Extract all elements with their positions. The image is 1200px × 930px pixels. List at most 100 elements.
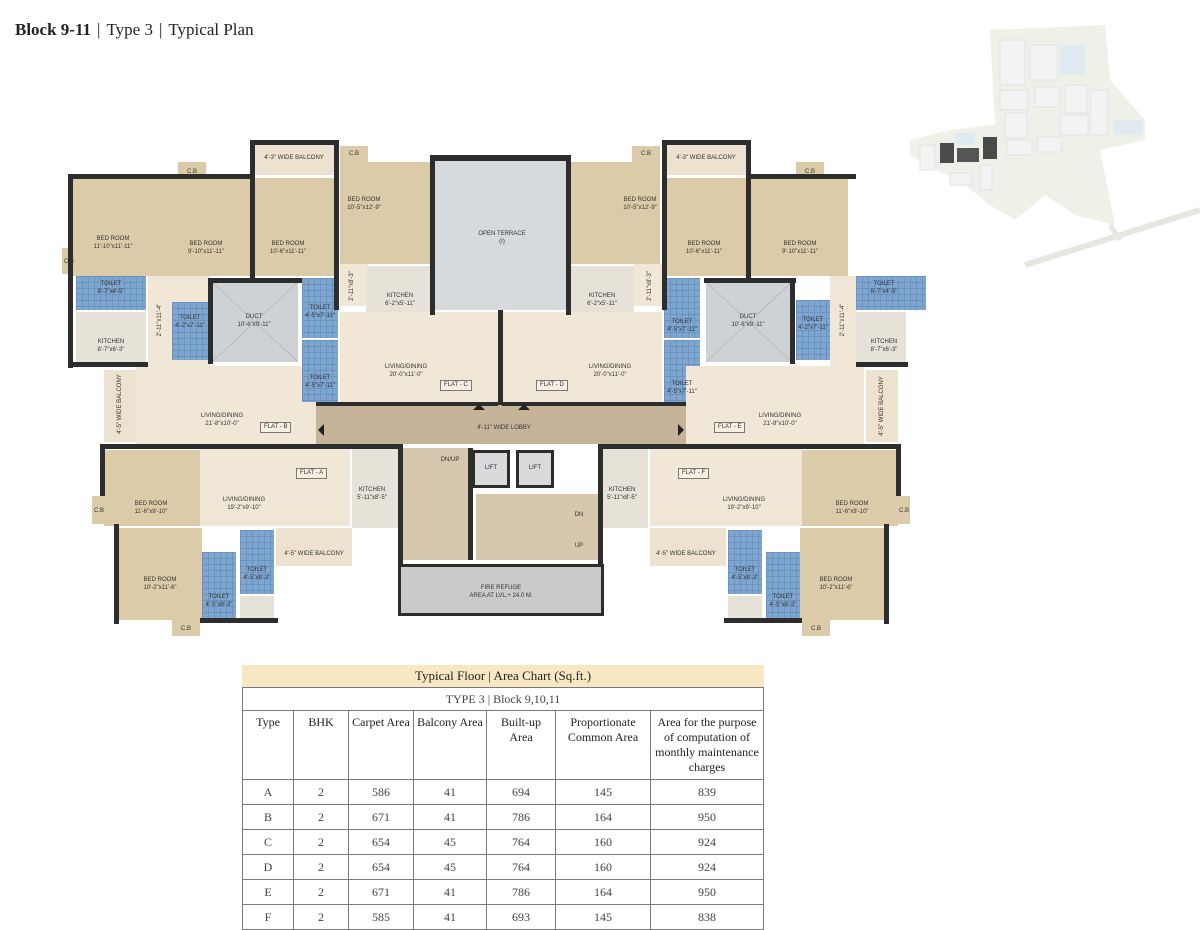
flat-c-bedroom-1 — [254, 178, 338, 276]
label-flat-a-cb-1: C.B — [93, 508, 105, 514]
duct-right — [706, 282, 792, 362]
flat-f-shower — [728, 596, 762, 620]
label-dn-up: DN/UP — [440, 457, 460, 463]
flat-d-kitchen — [568, 266, 634, 312]
plan-label: Typical Plan — [168, 20, 254, 39]
flat-d-bedroom-1 — [568, 162, 660, 264]
flat-f-toilet-1 — [728, 530, 762, 594]
label-flat-b-balcony: 4'-5" WIDE BALCONY — [117, 374, 123, 434]
col-type: Type — [242, 710, 294, 780]
label-flat-d-cb: C.B — [640, 151, 652, 157]
flat-f-kitchen — [602, 448, 648, 528]
col-bhk: BHK — [293, 710, 349, 780]
page-title: Block 9-11|Type 3|Typical Plan — [15, 20, 254, 39]
flat-f-bedroom-1 — [802, 450, 898, 526]
label-flat-f-cb-1: C.B — [898, 508, 910, 514]
flat-f-bedroom-2 — [800, 528, 884, 620]
col-maintenance-area: Area for the purpose of computation of m… — [650, 710, 764, 780]
flat-e-toilet-1 — [856, 276, 926, 310]
fire-refuge-area — [398, 564, 604, 616]
flat-c-living-dining — [340, 312, 498, 404]
table-header-row: Type BHK Carpet Area Balcony Area Built-… — [242, 710, 764, 780]
flat-a-toilet-1 — [202, 552, 236, 620]
flat-a-cupboard-2 — [172, 618, 200, 636]
flat-e-toilet-2 — [796, 300, 830, 360]
flat-d-balcony — [666, 145, 746, 175]
flat-e-living-dining — [686, 366, 864, 444]
flat-b-toilet-2 — [172, 302, 208, 360]
block-label: Block 9-11 — [15, 20, 92, 39]
site-key-plan — [895, 15, 1200, 280]
area-chart-title: Typical Floor | Area Chart (Sq.ft.) — [242, 665, 764, 687]
flat-d-passage — [634, 264, 662, 306]
flat-f-balcony — [650, 528, 726, 566]
flat-b-toilet-1 — [76, 276, 146, 310]
flat-c-toilet-2 — [302, 340, 338, 402]
staircase-right — [476, 494, 600, 560]
flat-a-bedroom-1 — [104, 450, 200, 526]
flat-b-kitchen — [76, 312, 146, 362]
flat-a-kitchen — [352, 448, 398, 528]
col-common-area: Proportionate Common Area — [555, 710, 651, 780]
lift-1 — [472, 450, 510, 488]
label-flat-f-cb-2: C.B — [810, 626, 822, 632]
flat-d-toilet-1 — [664, 278, 700, 338]
flat-a-toilet-2 — [240, 530, 274, 594]
label-flat-c-passage: 2'-11"x8'-3" — [349, 271, 355, 301]
label-flat-b-passage: 2'-11"x11'-4" — [157, 303, 163, 337]
flat-c-balcony — [254, 145, 334, 175]
flat-d-tag: FLAT - D — [536, 380, 568, 391]
flat-e-kitchen — [856, 312, 906, 362]
flat-e-bedroom-1 — [750, 178, 848, 276]
open-terrace — [434, 160, 566, 310]
flat-b-balcony — [104, 370, 136, 442]
flat-e-entry-arrow-icon — [678, 424, 684, 436]
flat-a-bedroom-2 — [118, 528, 202, 620]
label-open-terrace: OPEN TERRACE(I) — [478, 231, 526, 245]
label-flat-e-cb: C.B — [804, 169, 816, 175]
flat-e-balcony — [866, 370, 898, 442]
site-map-icon — [910, 25, 1200, 268]
flat-d-entry-arrow-icon — [518, 404, 530, 410]
col-built-up-area: Built-up Area — [486, 710, 556, 780]
flat-b-tag: FLAT - B — [260, 422, 292, 433]
label-lift-1: LIFT — [484, 465, 498, 471]
area-chart: Typical Floor | Area Chart (Sq.ft.) TYPE… — [242, 665, 764, 930]
label-flat-f-balcony: 4'-5" WIDE BALCONY — [656, 551, 716, 557]
flat-c-passage — [340, 264, 368, 306]
flat-c-entry-arrow-icon — [473, 404, 485, 410]
label-flat-a-balcony: 4'-5" WIDE BALCONY — [284, 551, 344, 557]
flat-c-toilet-1 — [302, 278, 338, 338]
